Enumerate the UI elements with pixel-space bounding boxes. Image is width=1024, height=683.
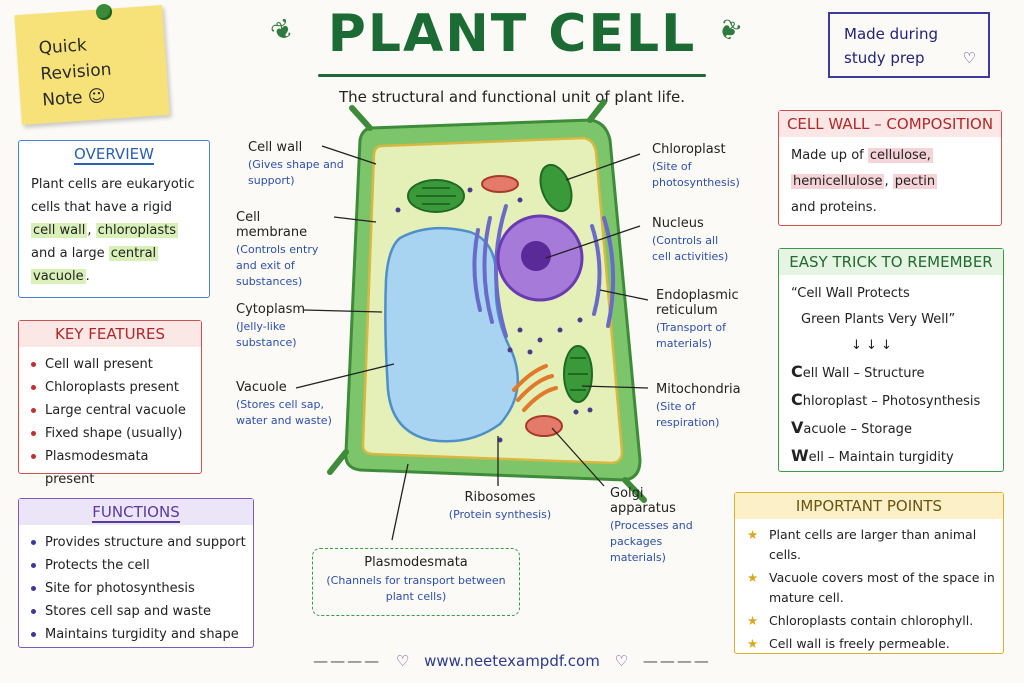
important-points-card: IMPORTANT POINTS ★Plant cells are larger… [734, 492, 1004, 654]
golgi-apparatus-shape [512, 364, 558, 412]
label-chloroplast: Chloroplast(Site of photosynthesis) [652, 142, 740, 189]
label-mitochondria: Mitochondria(Site of respiration) [656, 382, 741, 429]
list-item: Chloroplasts present [31, 376, 201, 399]
mnemonic-row: Vacuole – Storage [791, 418, 912, 437]
list-item: Maintains turgidity and shape [31, 623, 253, 646]
list-item: Cell wall present [31, 353, 201, 376]
mnemonic-line-2: Green Plants Very Well” [801, 312, 956, 327]
mnemonic-row: Chloroplast – Photosynthesis [791, 390, 981, 409]
overview-card: OVERVIEW Plant cells are eukaryotic cell… [18, 140, 210, 298]
footer-url[interactable]: www.neetexampdf.com [424, 652, 600, 670]
label-endoplasmic-reticulum: Endoplasmic reticulum(Transport of mater… [656, 288, 739, 350]
easy-trick-body: “Cell Wall Protects Green Plants Very We… [779, 275, 1003, 477]
key-features-card: KEY FEATURES Cell wall present Chloropla… [18, 320, 202, 487]
key-features-heading: KEY FEATURES [19, 321, 201, 347]
list-item: ★Plant cells are larger than animal cell… [747, 527, 977, 562]
star-icon: ★ [747, 636, 759, 651]
made-during-box: Made during study prep ♡ [828, 12, 990, 78]
label-cytoplasm: Cytoplasm(Jelly-like substance) [236, 302, 306, 349]
mnemonic-row: Cell Wall – Structure [791, 362, 925, 381]
page-subtitle: The structural and functional unit of pl… [338, 88, 686, 106]
list-item: Protects the cell [31, 554, 253, 577]
overview-text: Plant cells are eukaryotic cells that ha… [31, 177, 195, 284]
star-icon: ★ [747, 527, 759, 542]
label-vacuole: Vacuole(Stores cell sap, water and waste… [236, 380, 332, 427]
easy-trick-heading: EASY TRICK TO REMEMBER [779, 249, 1003, 275]
footer-dash: ———— [642, 652, 711, 670]
footer: ———— ♡ www.neetexampdf.com ♡ ———— [0, 652, 1024, 670]
list-item: ★Cell wall is freely permeable. [747, 634, 1003, 654]
list-item: Large central vacuole [31, 399, 201, 422]
heart-icon: ♡ [962, 49, 976, 67]
page-title: PLANT CELL [327, 4, 697, 64]
label-nucleus: Nucleus(Controls all cell activities) [652, 216, 729, 263]
leader-lines [295, 145, 649, 541]
made-line-1: Made during [844, 25, 939, 43]
heart-icon: ♡ [395, 652, 410, 670]
star-icon: ★ [747, 570, 759, 585]
label-ribosomes: Ribosomes(Protein synthesis) [448, 490, 552, 521]
label-plasmodesmata: Plasmodesmata(Channels for transport bet… [312, 548, 520, 616]
mnemonic-row: Well – Maintain turgidity [791, 446, 954, 465]
pushpin-icon [96, 4, 112, 20]
endoplasmic-reticulum-shape [472, 204, 616, 338]
heart-icon: ♡ [614, 652, 629, 670]
list-item: Plasmodesmata present [31, 445, 201, 491]
mitochondria-shape [481, 175, 563, 437]
list-item: Provides structure and support [31, 531, 253, 554]
list-item: Site for photosynthesis [31, 577, 253, 600]
ribosome-dots [395, 187, 593, 443]
cell-wall-composition-heading: CELL WALL – COMPOSITION [779, 111, 1001, 137]
nucleolus-shape [521, 241, 551, 271]
footer-dash: ———— [313, 652, 382, 670]
list-item: Stores cell sap and waste [31, 600, 253, 623]
list-item: ★Chloroplasts contain chlorophyll. [747, 611, 1003, 631]
list-item: Fixed shape (usually) [31, 422, 201, 445]
label-golgi-apparatus: Golgi apparatus(Processes and packages m… [610, 486, 693, 564]
label-cell-membrane: Cell membrane(Controls entry and exit of… [236, 210, 319, 288]
list-item: ★Vacuole covers most of the space in mat… [747, 570, 995, 605]
functions-card: FUNCTIONS Provides structure and support… [18, 498, 254, 648]
overview-heading: OVERVIEW [74, 145, 154, 165]
title-underline [318, 74, 706, 77]
important-points-heading: IMPORTANT POINTS [735, 493, 1003, 519]
cell-wall-composition-text: Made up of cellulose,hemicellulose, pect… [791, 148, 938, 215]
chloroplast-shape [407, 163, 593, 403]
star-icon: ★ [747, 613, 759, 628]
mnemonic-line-1: “Cell Wall Protects [791, 286, 910, 301]
easy-trick-card: EASY TRICK TO REMEMBER “Cell Wall Protec… [778, 248, 1004, 472]
label-cell-wall: Cell wall(Gives shape and support) [248, 140, 344, 187]
arrow-down-icon: ↓ ↓ ↓ [851, 338, 892, 353]
cell-wall-composition-card: CELL WALL – COMPOSITION Made up of cellu… [778, 110, 1002, 226]
made-line-2: study prep [844, 49, 925, 67]
functions-heading: FUNCTIONS [19, 499, 253, 525]
